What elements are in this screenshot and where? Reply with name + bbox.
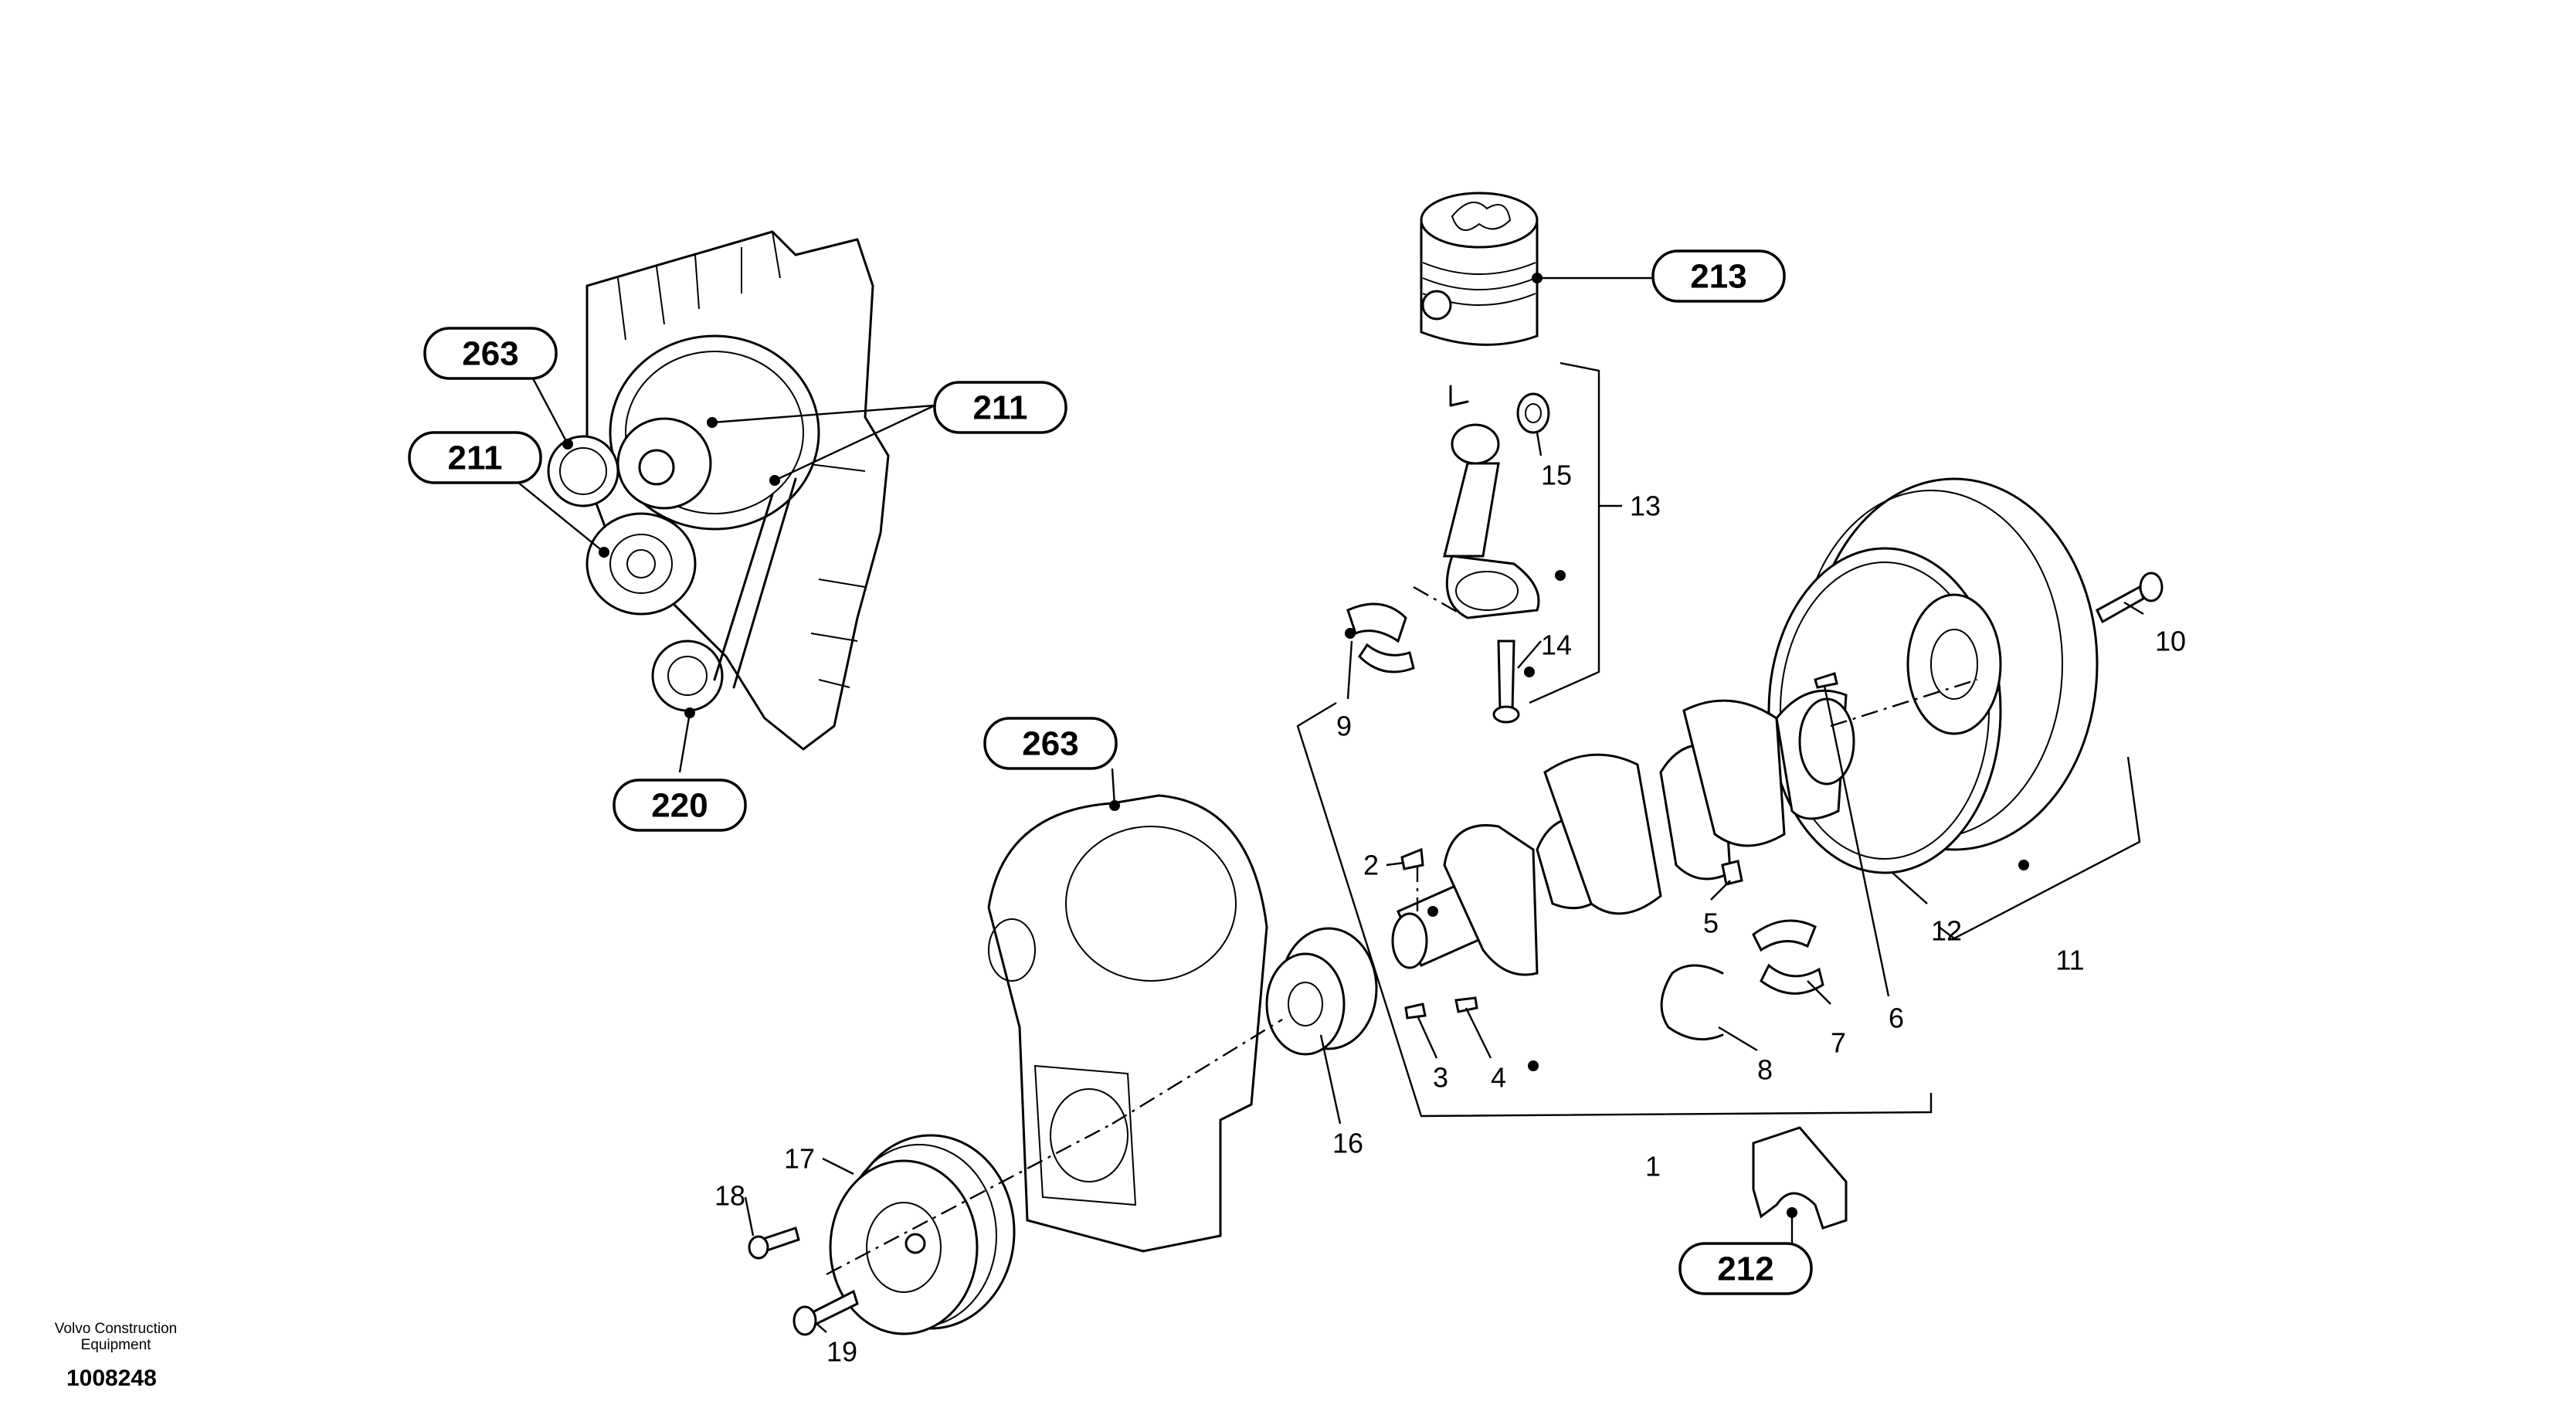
- document-number: 1008248: [66, 1366, 157, 1391]
- callout-211-left: 211: [408, 431, 542, 484]
- bearing-cap-illustration: [1752, 1126, 1848, 1230]
- part-label-4: 4: [1491, 1062, 1506, 1094]
- callout-263-mid-label: 263: [1022, 725, 1078, 763]
- callout-211-left-label: 211: [448, 439, 503, 477]
- part-label-17: 17: [784, 1143, 815, 1175]
- part-label-11: 11: [2055, 945, 2084, 976]
- engine-block-illustration: [547, 230, 890, 751]
- callout-213-label: 213: [1690, 258, 1746, 296]
- part-label-18: 18: [714, 1180, 745, 1212]
- part-label-19: 19: [826, 1336, 857, 1368]
- callout-220-label: 220: [651, 787, 708, 825]
- bearing-shell-illustration: [1345, 602, 1415, 673]
- part-label-6: 6: [1889, 1003, 1904, 1034]
- callout-263-top-label: 263: [462, 335, 518, 373]
- timing-cover-illustration: [987, 794, 1268, 1253]
- part-label-12: 12: [1931, 915, 1962, 947]
- part-label-10: 10: [2155, 626, 2186, 657]
- crankshaft-illustration: [1296, 672, 1933, 1118]
- callout-220: 220: [613, 779, 747, 832]
- part-label-16: 16: [1332, 1128, 1363, 1159]
- assembly-axis-lines: [826, 585, 1978, 1276]
- part-label-13: 13: [1630, 490, 1661, 522]
- callout-263-mid: 263: [983, 717, 1118, 770]
- crank-gear-illustration: [1265, 927, 1378, 1056]
- part-label-5: 5: [1703, 908, 1719, 939]
- part-label-9: 9: [1336, 711, 1352, 742]
- brand-caption: Volvo Construction Equipment: [54, 1321, 178, 1353]
- part-label-1: 1: [1645, 1151, 1661, 1182]
- part-label-15: 15: [1541, 460, 1572, 491]
- callout-212: 212: [1678, 1242, 1813, 1295]
- leader-lines: [513, 277, 2144, 1333]
- part-label-2: 2: [1363, 850, 1379, 881]
- part-label-7: 7: [1831, 1027, 1846, 1059]
- crank-pulley-illustration: [829, 1134, 1016, 1335]
- callout-212-label: 212: [1717, 1250, 1773, 1288]
- part-number-labels: 1 2 3 4 5 6 7 8 9 10 11 12 13 14 15 16 1…: [714, 460, 2186, 1368]
- callout-211-right: 211: [933, 381, 1067, 434]
- part-label-3: 3: [1433, 1062, 1448, 1094]
- part-label-8: 8: [1757, 1054, 1773, 1086]
- callout-263-top: 263: [423, 327, 558, 380]
- callout-211-right-label: 211: [973, 389, 1028, 427]
- connecting-rod-illustration: [1443, 361, 1622, 724]
- callout-213: 213: [1651, 249, 1786, 303]
- part-label-14: 14: [1541, 629, 1572, 661]
- pulley-bolts-illustration: [748, 1226, 859, 1336]
- piston-illustration: [1420, 192, 1543, 346]
